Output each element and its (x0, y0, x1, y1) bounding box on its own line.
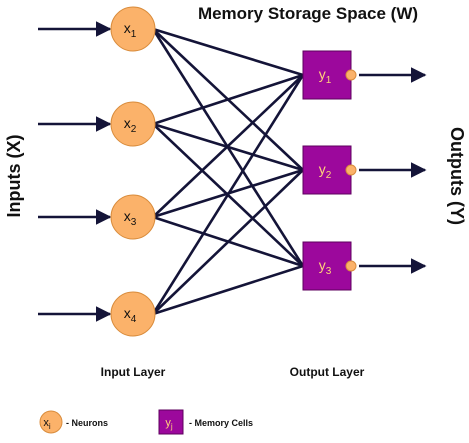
neuron-x3 (110, 194, 156, 240)
neuron-x1-label: x1 (124, 20, 137, 40)
neuron-x4-label: x4 (124, 305, 137, 325)
legend-cell-symbol-text: yj (165, 417, 173, 431)
output-layer-nodes: y1 y2 y3 (302, 50, 357, 291)
outputs-axis-label: Outputs (Y) (447, 127, 467, 225)
connection-x3-y1 (152, 74, 304, 218)
diagram-title: Memory Storage Space (W) (198, 4, 418, 23)
input-layer-nodes: x1 x2 x3 x4 (110, 6, 156, 337)
legend-cell-symbol (158, 409, 184, 435)
memory-cell-y3-output-dot (345, 260, 357, 272)
neuron-x1 (110, 6, 156, 52)
memory-cell-y2-output-dot (345, 164, 357, 176)
memory-cell-y3-label: y3 (319, 257, 332, 277)
neuron-x2-label: x2 (124, 115, 137, 135)
legend-cell-text: - Memory Cells (189, 418, 253, 428)
neuron-x4 (110, 291, 156, 337)
output-layer-label: Output Layer (290, 365, 365, 379)
connection-lines (151, 27, 305, 316)
connection-x2-y1 (152, 73, 304, 126)
memory-cell-y1 (302, 50, 352, 100)
memory-cell-y1-label: y1 (319, 66, 332, 86)
legend: xi - Neurons yj - Memory Cells (39, 409, 253, 435)
input-layer-label: Input Layer (101, 365, 166, 379)
connection-x1-y1 (152, 27, 304, 77)
inputs-axis-label: Inputs (X) (4, 135, 24, 218)
legend-neuron-symbol (39, 410, 63, 434)
legend-neuron-text: - Neurons (66, 418, 108, 428)
connection-x4-y1 (151, 74, 305, 315)
memory-cell-y2-label: y2 (319, 161, 332, 181)
memory-cell-y3 (302, 241, 352, 291)
neuron-x2 (110, 101, 156, 147)
memory-cell-y1-output-dot (345, 69, 357, 81)
input-arrows (38, 21, 112, 322)
legend-neuron-symbol-text: xi (43, 417, 51, 431)
connection-x4-y2 (152, 169, 304, 315)
memory-cell-y2 (302, 145, 352, 195)
connection-x4-y3 (152, 264, 304, 316)
output-arrows (359, 67, 427, 274)
neuron-x3-label: x3 (124, 208, 137, 228)
